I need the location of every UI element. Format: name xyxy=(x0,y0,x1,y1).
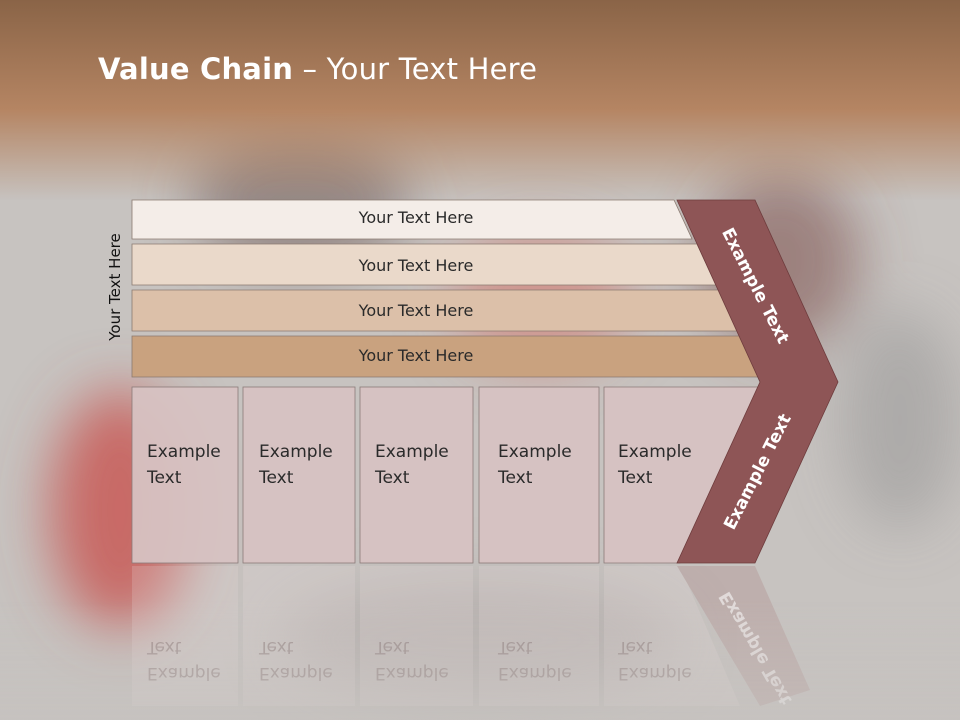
column-shape-3 xyxy=(359,386,474,564)
column-shape-4 xyxy=(478,386,600,564)
column-label-3-line1: Example xyxy=(375,442,449,462)
band-label-1: Your Text Here xyxy=(358,208,474,227)
column-label-1-line2: Text xyxy=(147,468,182,488)
slide-title: Value Chain – Your Text Here xyxy=(98,52,537,86)
column-label-5-line1: Example xyxy=(618,442,692,462)
column-label-5: Example Text xyxy=(618,439,692,491)
band-label-2: Your Text Here xyxy=(358,256,474,275)
column-label-4-line2: Text xyxy=(498,468,533,488)
header-band xyxy=(0,0,960,200)
column-label-2: Example Text xyxy=(259,439,333,491)
column-shape-2 xyxy=(242,386,356,564)
reflection-fade xyxy=(0,600,960,720)
column-label-1: Example Text xyxy=(147,439,221,491)
band-label-3: Your Text Here xyxy=(358,301,474,320)
title-rest: – Your Text Here xyxy=(293,52,538,86)
column-label-4: Example Text xyxy=(498,439,572,491)
column-label-3-line2: Text xyxy=(375,468,410,488)
column-label-1-line1: Example xyxy=(147,442,221,462)
chevron-arrow xyxy=(676,199,839,564)
column-label-2-line2: Text xyxy=(259,468,294,488)
column-label-3: Example Text xyxy=(375,439,449,491)
column-label-4-line1: Example xyxy=(498,442,572,462)
column-label-5-line2: Text xyxy=(618,468,653,488)
title-bold: Value Chain xyxy=(98,52,294,86)
band-shape-1 xyxy=(131,199,693,240)
band-label-4: Your Text Here xyxy=(358,346,474,365)
column-shape-1 xyxy=(131,386,239,564)
column-label-2-line1: Example xyxy=(259,442,333,462)
